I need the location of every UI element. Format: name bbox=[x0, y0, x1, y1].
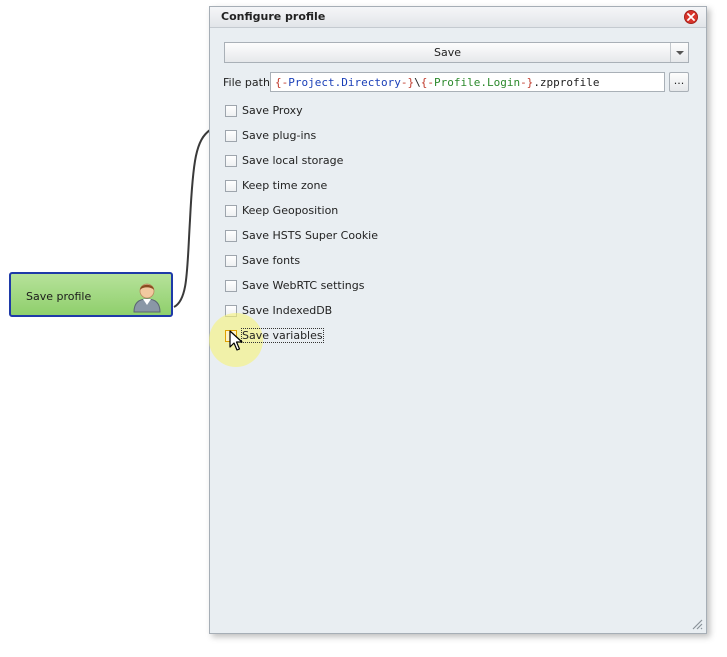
action-select[interactable]: Save bbox=[224, 42, 689, 63]
checkbox[interactable] bbox=[225, 180, 237, 192]
path-part: Project.Directory bbox=[288, 76, 401, 89]
option-label: Save Proxy bbox=[242, 104, 303, 117]
option-label: Save variables bbox=[241, 328, 324, 343]
file-path-label: File path bbox=[223, 76, 270, 89]
save-profile-node[interactable]: Save profile bbox=[9, 272, 173, 317]
node-label: Save profile bbox=[26, 290, 92, 303]
dialog-title: Configure profile bbox=[221, 10, 326, 23]
dialog-titlebar[interactable]: Configure profile bbox=[210, 7, 706, 28]
checkbox[interactable] bbox=[225, 255, 237, 267]
resize-grip-icon[interactable] bbox=[691, 618, 703, 630]
checkbox[interactable] bbox=[225, 105, 237, 117]
action-select-value: Save bbox=[433, 46, 461, 59]
file-path-input[interactable]: {-Project.Directory-}\{-Profile.Login-}.… bbox=[270, 72, 665, 92]
configure-profile-dialog: Configure profile Save File path {-Proje… bbox=[209, 6, 707, 634]
mouse-cursor-icon bbox=[229, 330, 243, 351]
path-part: \ bbox=[414, 76, 421, 89]
browse-button[interactable]: ... bbox=[669, 72, 689, 92]
path-part: {- bbox=[275, 76, 289, 89]
close-button[interactable] bbox=[684, 10, 698, 24]
path-part: Profile.Login bbox=[433, 76, 521, 89]
checkbox[interactable] bbox=[225, 280, 237, 292]
option-label: Keep time zone bbox=[242, 179, 328, 192]
close-icon bbox=[687, 13, 695, 21]
chevron-down-icon[interactable] bbox=[670, 43, 688, 62]
user-avatar-icon bbox=[133, 283, 161, 313]
option-label: Save WebRTC settings bbox=[242, 279, 365, 292]
checkbox[interactable] bbox=[225, 130, 237, 142]
path-part: .zpprofile bbox=[533, 76, 600, 89]
option-label: Save plug-ins bbox=[242, 129, 317, 142]
option-label: Save HSTS Super Cookie bbox=[242, 229, 379, 242]
path-part: {- bbox=[420, 76, 434, 89]
path-part: -} bbox=[400, 76, 415, 89]
path-part: -} bbox=[520, 76, 534, 89]
option-label: Save fonts bbox=[242, 254, 301, 267]
option-label: Keep Geoposition bbox=[242, 204, 339, 217]
option-label: Save IndexedDB bbox=[242, 304, 333, 317]
option-label: Save local storage bbox=[242, 154, 344, 167]
checkbox[interactable] bbox=[225, 155, 237, 167]
checkbox[interactable] bbox=[225, 230, 237, 242]
checkbox[interactable] bbox=[225, 205, 237, 217]
